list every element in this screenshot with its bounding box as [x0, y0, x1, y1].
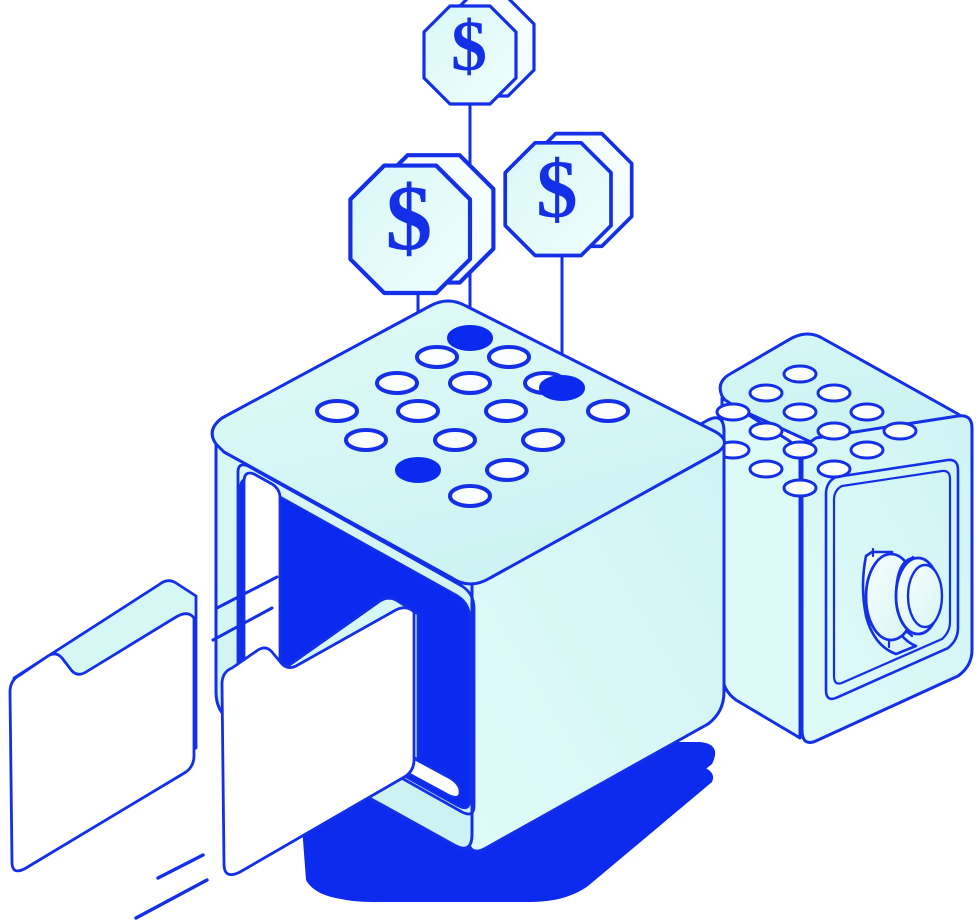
slot-r3c4 — [586, 399, 630, 423]
slot-r5c2 — [485, 458, 529, 482]
slot-r4c2 — [433, 428, 477, 452]
back-safe[interactable] — [715, 332, 974, 744]
slot-r6c1 — [448, 484, 492, 508]
folder-flying[interactable] — [8, 579, 198, 873]
back-safe-panel — [824, 458, 960, 701]
coin-right[interactable]: $ — [503, 131, 634, 258]
combination-dial[interactable] — [861, 547, 944, 656]
slot-r1c3 — [487, 345, 531, 369]
slot-r1c2 — [447, 325, 493, 351]
slot-r2c1 — [375, 371, 419, 395]
slot-r3c2 — [396, 399, 440, 423]
dollar-sign-icon: $ — [386, 167, 433, 270]
slot-r1c1 — [415, 345, 459, 369]
slot-r5c1 — [395, 457, 441, 483]
dollar-sign-icon: $ — [451, 6, 487, 86]
slot-r2c2 — [448, 371, 492, 395]
slot-r4c3 — [521, 428, 565, 452]
motion-lines-upper — [211, 575, 279, 642]
dollar-sign-icon: $ — [536, 142, 577, 234]
top-slot-grid — [315, 325, 630, 508]
folder-emerging[interactable] — [220, 596, 420, 877]
slot-r3c1 — [315, 399, 359, 423]
coin-top[interactable]: $ — [422, 0, 536, 106]
dial-face — [906, 563, 944, 629]
slot-r3c3 — [484, 399, 528, 423]
coin-left[interactable]: $ — [350, 155, 493, 293]
back-safe-slot-grid — [715, 364, 918, 498]
slot-r2c4 — [539, 375, 585, 401]
motion-lines-lower — [134, 853, 209, 920]
slot-r4c1 — [344, 428, 388, 452]
